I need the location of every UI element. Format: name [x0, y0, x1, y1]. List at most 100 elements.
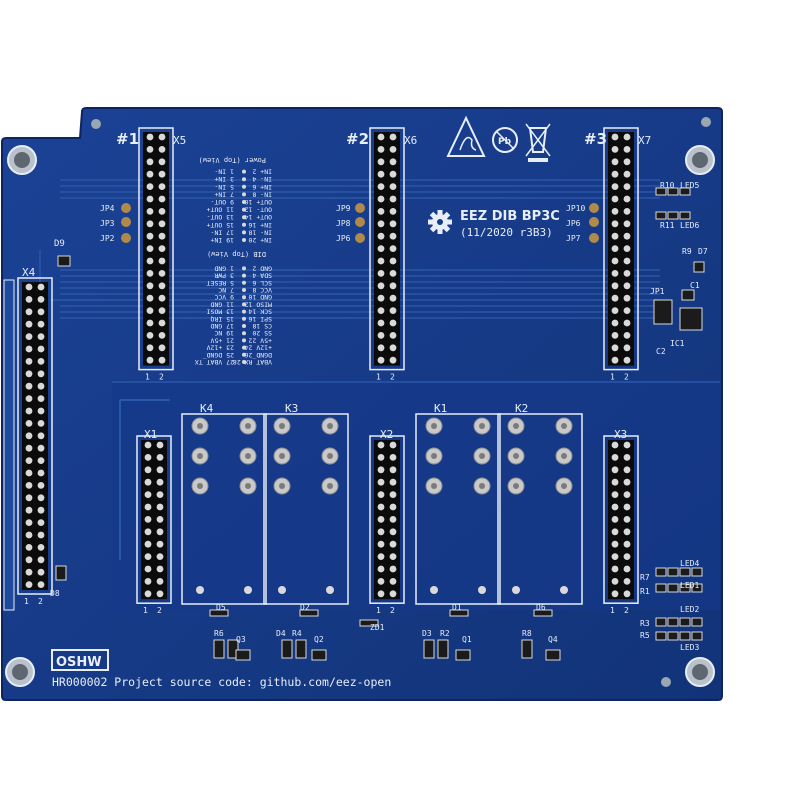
header-x2-pin	[377, 503, 385, 511]
header-x5-pin	[158, 158, 166, 166]
component-label: R2	[440, 629, 450, 638]
lead-free-icon: Pb	[492, 127, 518, 153]
header-x4-pin	[37, 581, 45, 588]
pinout-entry: 15 OUT+	[207, 221, 234, 229]
header-x3-pin	[623, 528, 631, 536]
header-x3-pin2-label: 2	[624, 606, 629, 615]
header-x7-pin	[623, 183, 631, 191]
header-x5-pin	[146, 220, 154, 228]
header-x3-pin	[623, 454, 631, 461]
pinout-entry: MISO 12	[245, 300, 272, 308]
via-hole	[661, 677, 671, 687]
relay-k3-outline	[263, 413, 349, 605]
header-x3-pin1-label: 1	[610, 606, 615, 615]
relay-k2-pad-hole	[561, 483, 567, 489]
header-x3-pin	[623, 578, 631, 585]
header-x6-pin	[377, 158, 385, 166]
pinout-entry: DGND 26	[245, 351, 272, 359]
pinout-caption: Power (Top View)	[199, 156, 266, 164]
component-label: Q1	[462, 635, 472, 644]
component-label: JP1	[650, 287, 665, 296]
header-x2-pin	[377, 553, 385, 560]
header-x4-pin	[25, 469, 33, 477]
header-x6-pin	[377, 270, 385, 277]
header-x6-pin	[389, 257, 397, 265]
header-label-x5: X5	[173, 134, 186, 147]
header-x5-pin	[146, 170, 154, 178]
header-x6-pin	[389, 158, 397, 166]
component-label: R9	[682, 247, 692, 256]
relay-k2-outline	[497, 413, 583, 605]
pinout-pad	[242, 360, 246, 364]
pinout-entry: OUT- 12	[245, 206, 272, 214]
header-x2-pin	[389, 503, 397, 511]
pinout-entry: 7 NC	[218, 286, 234, 294]
smd-ic	[653, 299, 673, 325]
header-x4-pin	[37, 482, 45, 489]
header-x4-pin	[25, 544, 33, 551]
header-x7-pin	[623, 208, 631, 215]
via-hole	[701, 117, 711, 127]
header-x5-outline	[138, 127, 174, 371]
header-x6-pin	[377, 257, 385, 265]
header-x4-pin2-label: 2	[38, 597, 43, 606]
relay-label-k2: K2	[515, 402, 528, 415]
pinout-entry: SDA 4	[252, 272, 272, 280]
header-x3-pin	[611, 491, 619, 498]
pinout-entry: 23 +12V	[207, 344, 234, 352]
header-x2-pin	[377, 478, 385, 486]
header-x2-pin	[389, 528, 397, 536]
jumper-pad	[589, 233, 599, 243]
header-x4-pin	[25, 568, 33, 576]
header-x7-pin	[611, 319, 619, 327]
header-x5-pin1-label: 1	[145, 373, 150, 382]
header-x7-pin	[611, 245, 619, 253]
smd-led-row	[691, 567, 703, 577]
header-x6-pin	[377, 356, 385, 364]
header-x1-pin	[156, 503, 164, 511]
header-x7-pin	[623, 245, 631, 253]
component-label: R6	[214, 629, 224, 638]
relay-group	[181, 413, 583, 605]
pinout-entry: 15 IRQ	[210, 315, 234, 323]
header-x3-pin	[623, 466, 631, 474]
header-x7-pin	[623, 356, 631, 364]
header-label-x6: X6	[404, 134, 417, 147]
smd-ic	[679, 307, 703, 331]
header-x4-pin1-label: 1	[24, 597, 29, 606]
header-x4-pin	[37, 345, 45, 353]
pinout-entry: 9 VCC	[214, 293, 234, 301]
header-x7-pin	[611, 356, 619, 364]
header-x5-pin	[158, 183, 166, 191]
weee-bin-icon	[525, 123, 551, 162]
header-x3-outline	[603, 435, 639, 604]
pinout-pad	[242, 177, 246, 182]
header-x3-pin	[611, 466, 619, 474]
component-label: C2	[656, 347, 666, 356]
component-label: R11	[660, 221, 675, 230]
header-x3-pin	[623, 503, 631, 511]
header-x6-pin	[377, 344, 385, 352]
pinout-entry: IN- 8	[252, 190, 272, 198]
pinout-entry: 13 MOSI	[207, 308, 234, 316]
pinout-entry: IN+ 16	[248, 221, 272, 229]
header-x5-pin	[146, 307, 154, 314]
header-x6-pin	[389, 208, 397, 215]
pinout-entry: VCC 8	[252, 286, 272, 294]
header-x4-pin	[37, 544, 45, 551]
smd-diode	[359, 619, 379, 627]
pinout-entry: 25 DGND	[207, 351, 234, 359]
header-x3-pin	[611, 553, 619, 560]
component-label: ZD1	[370, 623, 385, 632]
pinout-entry: SS 20	[252, 329, 272, 337]
jumper-label: JP7	[566, 234, 581, 243]
header-x4-pin	[25, 296, 33, 303]
oshw-box	[51, 649, 109, 671]
pinout-entry: VBAT_RX 28	[233, 358, 272, 366]
pinout-entry: 11 OUT+	[207, 206, 234, 214]
esd-warning-icon	[446, 115, 486, 157]
pinout-pad	[242, 338, 246, 343]
header-x6-pin	[389, 344, 397, 352]
header-x1-pin	[156, 466, 164, 474]
header-x1-pin	[156, 553, 164, 560]
